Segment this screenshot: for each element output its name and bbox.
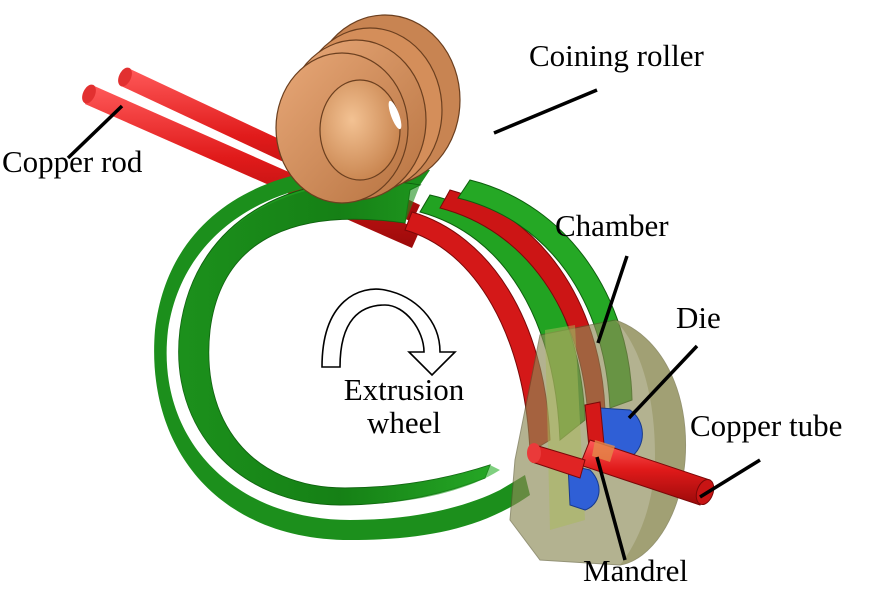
roller-bore [319, 79, 401, 181]
roller-bore-highlight [388, 100, 402, 130]
leader-lines [66, 88, 761, 561]
label-chamber: Chamber [555, 208, 669, 243]
wheel-inner-surface [178, 182, 500, 505]
label-copper-tube: Copper tube [690, 408, 843, 443]
label-extrusion-wheel-line2: wheel [366, 405, 442, 441]
leader-copper-rod [66, 104, 124, 160]
label-copper-rod: Copper rod [2, 144, 143, 179]
label-mandrel: Mandrel [583, 553, 689, 588]
leader-coining-roller [493, 88, 598, 135]
label-die: Die [676, 300, 721, 335]
label-extrusion-wheel: Extrusion wheel [338, 373, 470, 440]
coining-roller [275, 14, 461, 204]
wheel-outer-body [154, 165, 530, 541]
chamber-face [615, 320, 686, 565]
tube-body [579, 439, 711, 506]
label-extrusion-wheel-line1: Extrusion [343, 372, 465, 407]
label-coining-roller: Coining roller [529, 38, 704, 73]
copper-tube [527, 401, 715, 506]
rotation-arrow-icon [321, 288, 457, 377]
mandrel-tip [592, 440, 615, 462]
copper-rod-front-end [82, 84, 96, 104]
leader-copper-tube [699, 458, 761, 499]
leader-mandrel [595, 456, 627, 561]
leader-die [627, 344, 699, 420]
leader-chamber [596, 255, 629, 344]
mandrel-end [527, 443, 541, 463]
copper-rod-back-end [118, 67, 132, 87]
